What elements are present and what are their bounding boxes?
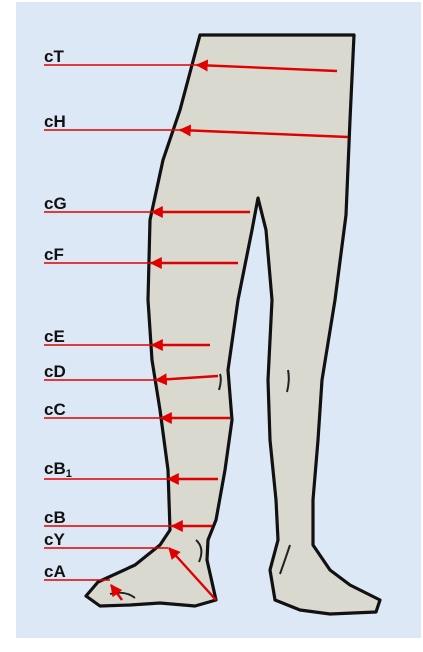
label-cY: cY bbox=[44, 531, 65, 548]
label-cB1-text: cB bbox=[44, 459, 66, 478]
label-cH: cH bbox=[44, 113, 66, 130]
label-cB1: cB1 bbox=[44, 460, 72, 480]
label-cA: cA bbox=[44, 563, 66, 580]
label-cT: cT bbox=[44, 48, 64, 65]
label-cG: cG bbox=[44, 195, 67, 212]
label-cB: cB bbox=[44, 509, 66, 526]
label-cE: cE bbox=[44, 328, 65, 345]
label-cC: cC bbox=[44, 401, 66, 418]
label-cB1-subscript: 1 bbox=[66, 468, 72, 480]
legs-silhouette bbox=[86, 35, 380, 614]
label-cF: cF bbox=[44, 246, 64, 263]
label-cD: cD bbox=[44, 363, 66, 380]
